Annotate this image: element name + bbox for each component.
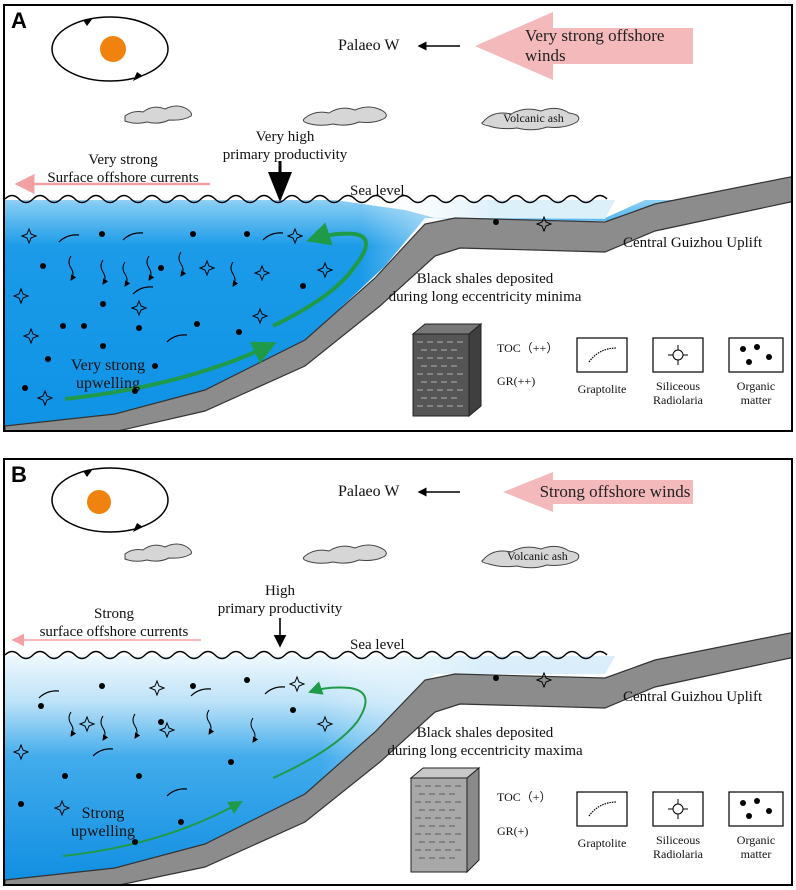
orbit-ellipse — [51, 16, 169, 82]
upwelling-arrow — [272, 681, 367, 779]
volcanic-ash-cloud — [302, 106, 387, 126]
legend-radiolaria — [652, 337, 704, 373]
organic-matter-particles — [18, 675, 499, 845]
sun-icon — [100, 36, 126, 62]
orbit-ellipse — [51, 467, 169, 533]
seafloor-slope — [5, 632, 791, 884]
palaeo-direction-label: Palaeo W — [338, 483, 400, 500]
upwelling-arrow — [62, 801, 243, 857]
volcanic-ash-cloud — [124, 543, 192, 562]
sun-icon — [87, 490, 111, 514]
graptolite-particles — [38, 686, 286, 797]
radiolaria-particles — [12, 215, 553, 407]
legend-radiolaria — [652, 791, 704, 827]
panel-b: B Palaeo W Strong offshore winds Volcani… — [3, 458, 793, 886]
legend-organic-label: Organic matter — [736, 379, 776, 407]
volcanic-ash-cloud — [124, 105, 192, 124]
productivity-label: High primary productivity — [217, 583, 343, 617]
volcanic-ash-cloud — [481, 545, 580, 569]
upwelling-arrow — [64, 341, 277, 401]
wind-label: Very strong offshore winds — [525, 26, 665, 65]
legend-radiolaria-label: Siliceous Radiolaria — [653, 833, 703, 861]
volcanic-ash-cloud — [481, 107, 580, 131]
gr-label: GR(+) — [497, 824, 529, 838]
productivity-label: Very high primary productivity — [222, 129, 348, 163]
panel-a-scene — [5, 12, 791, 430]
seafloor-slope — [5, 176, 791, 430]
palaeo-direction-label: Palaeo W — [338, 37, 400, 54]
panel-a: A Palaeo W Very strong offshore winds Vo… — [3, 4, 793, 432]
black-shale-block — [411, 322, 483, 418]
legend-organic-matter — [728, 337, 784, 373]
volcanic-ash-label: Volcanic ash — [503, 111, 564, 125]
shales-label: Black shales deposited during long eccen… — [387, 725, 583, 759]
graptolite-particles — [58, 232, 284, 343]
organic-matter-particles — [22, 219, 499, 394]
black-shale-block — [409, 766, 481, 874]
legend-graptolite-label: Graptolite — [577, 382, 627, 396]
legend-organic-label: Organic matter — [736, 833, 776, 861]
upwelling-arrow — [272, 222, 368, 328]
shales-label: Black shales deposited during long eccen… — [388, 271, 582, 305]
volcanic-ash-label: Volcanic ash — [507, 549, 568, 563]
toc-label: TOC（++） — [497, 341, 559, 355]
sinking-particle-paths — [68, 251, 239, 287]
legend-organic-matter — [728, 791, 784, 827]
panel-b-scene — [5, 467, 791, 884]
gr-label: GR(++) — [497, 374, 536, 388]
sinking-particle-paths — [68, 709, 259, 743]
panel-label: A — [11, 8, 27, 33]
uplift-label: Central Guizhou Uplift — [623, 235, 763, 251]
currents-label: Strong surface offshore currents — [39, 606, 189, 640]
sea-level-line — [5, 650, 608, 660]
volcanic-ash-cloud — [302, 544, 387, 564]
upwelling-label: Strong upwelling — [71, 805, 135, 840]
radiolaria-particles — [12, 671, 553, 817]
legend-graptolite — [576, 337, 628, 373]
sea-level-label: Sea level — [350, 637, 405, 653]
uplift-label: Central Guizhou Uplift — [623, 689, 763, 705]
sea-level-line — [5, 194, 608, 204]
legend-radiolaria-label: Siliceous Radiolaria — [653, 379, 703, 407]
legend-graptolite — [576, 791, 628, 827]
legend-graptolite-label: Graptolite — [577, 836, 627, 850]
panel-label: B — [11, 462, 27, 487]
upwelling-label: Very strong upwelling — [70, 357, 146, 392]
sea-level-label: Sea level — [350, 183, 405, 199]
wind-arrow — [475, 12, 693, 80]
wind-label: Strong offshore winds — [539, 482, 691, 501]
toc-label: TOC（+） — [497, 790, 552, 804]
wind-arrow — [503, 472, 693, 512]
currents-label: Very strong Surface offshore currents — [47, 152, 199, 186]
